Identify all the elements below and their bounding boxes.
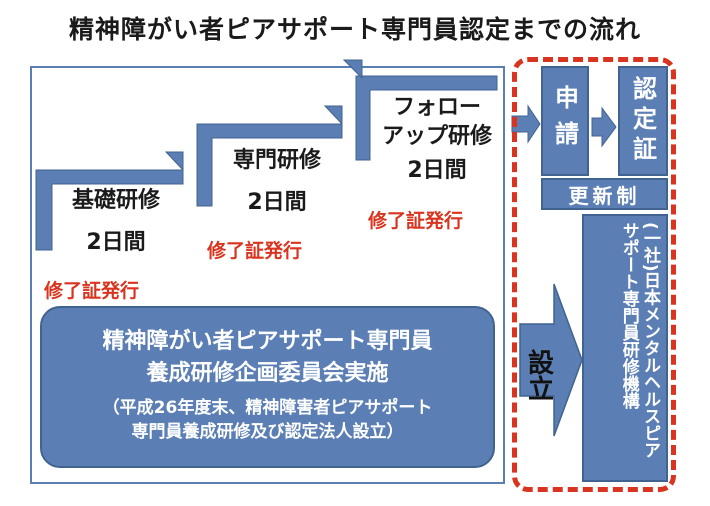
- step-triangle-2: [323, 105, 343, 126]
- committee-box: 精神障がい者ピアサポート専門員 養成研修企画委員会実施 （平成26年度末、精神障…: [40, 306, 495, 468]
- stage-specialized-duration: 2日間: [247, 189, 307, 215]
- stage-specialized-training: 専門研修 2日間: [218, 146, 336, 217]
- committee-note-2: 専門員養成研修及び認定法人設立）: [131, 422, 404, 443]
- stage-followup-name-2: アップ研修: [381, 123, 492, 149]
- stage-basic-training: 基礎研修 2日間: [60, 186, 172, 257]
- certificate-box: 認定証: [618, 66, 668, 176]
- diagram-title: 精神障がい者ピアサポート専門員認定までの流れ: [68, 15, 641, 44]
- establish-arrow: [519, 283, 583, 437]
- stage-basic-certificate: 修了証発行: [44, 280, 140, 302]
- stage-followup-training: フォロー アップ研修 2日間: [374, 94, 500, 186]
- apply-box: 申請: [541, 66, 589, 176]
- committee-note-1: （平成26年度末、精神障害者ピアサポート: [102, 397, 433, 418]
- establish-label: 設立: [523, 349, 554, 401]
- step-bracket-3: [355, 75, 498, 161]
- stage-basic-duration: 2日間: [86, 229, 146, 255]
- committee-line-2: 養成研修企画委員会実施: [146, 360, 389, 386]
- stage-basic-name: 基礎研修: [71, 188, 160, 213]
- stage-specialized-name: 専門研修: [232, 148, 321, 173]
- step-triangle-3: [342, 59, 363, 80]
- stage-followup-name-1: フォロー: [392, 95, 481, 120]
- arrow-apply-to-certificate: [591, 106, 617, 148]
- certification-area: [512, 57, 676, 492]
- organization-box: (一社)日本メンタルヘルスピアサポート専門員研修機構: [582, 214, 668, 482]
- committee-line-1: 精神障がい者ピアサポート専門員: [102, 329, 433, 354]
- stage-specialized-certificate: 修了証発行: [207, 240, 303, 262]
- stage-followup-duration: 2日間: [407, 158, 467, 184]
- stage-followup-certificate: 修了証発行: [368, 210, 464, 232]
- step-triangle-1: [164, 151, 184, 172]
- renewal-box: 更新制: [541, 178, 668, 210]
